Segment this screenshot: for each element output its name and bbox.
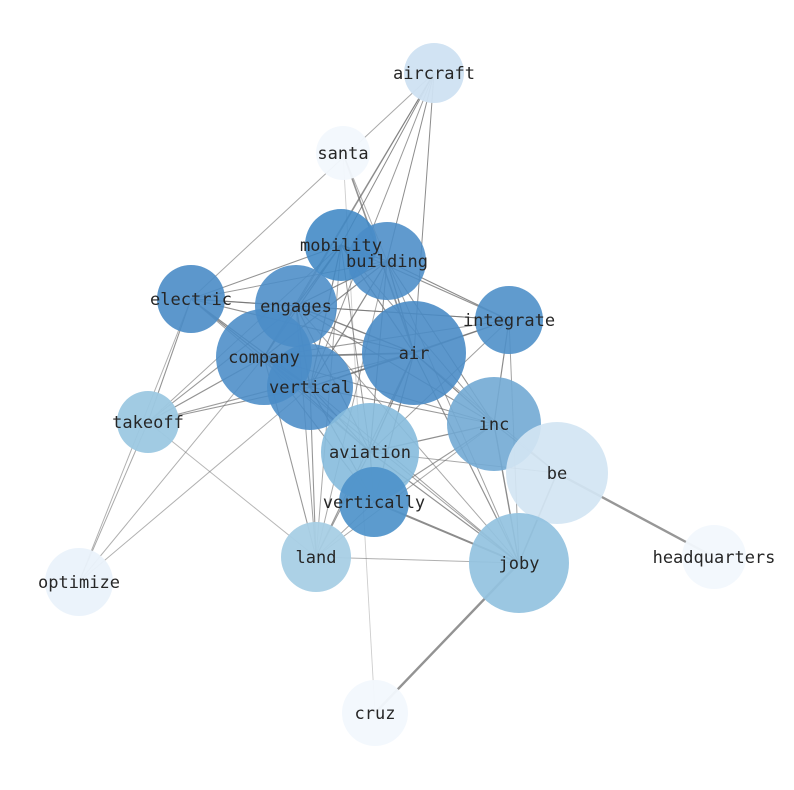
graph-node-label-electric: electric (150, 290, 232, 310)
graph-edge (147, 421, 317, 558)
graph-node-label-aircraft: aircraft (393, 64, 475, 84)
graph-node-label-company: company (228, 348, 300, 368)
graph-node-label-integrate: integrate (463, 311, 555, 331)
graph-node-joby[interactable] (469, 513, 569, 613)
graph-node-label-mobility: mobility (300, 236, 382, 256)
graph-node-santa[interactable] (316, 126, 370, 180)
graph-edge (190, 72, 435, 300)
graph-node-land[interactable] (281, 522, 351, 592)
graph-node-label-joby: joby (499, 554, 540, 574)
graph-node-electric[interactable] (157, 265, 225, 333)
graph-node-label-santa: santa (317, 144, 368, 164)
graph-node-label-cruz: cruz (355, 704, 396, 724)
graph-node-takeoff[interactable] (117, 391, 179, 453)
graph-node-integrate[interactable] (475, 286, 543, 354)
graph-node-label-aviation: aviation (329, 443, 411, 463)
graph-node-label-vertical: vertical (269, 378, 351, 398)
graph-node-cruz[interactable] (342, 680, 408, 746)
graph-node-label-headquarters: headquarters (653, 548, 776, 568)
graph-edge (78, 386, 311, 583)
graph-node-label-building: building (346, 252, 428, 272)
graph-node-label-engages: engages (260, 297, 332, 317)
graph-node-label-optimize: optimize (38, 573, 120, 593)
graph-node-label-land: land (296, 548, 337, 568)
graph-node-air[interactable] (362, 301, 466, 405)
graph-node-label-air: air (399, 344, 430, 364)
graph-node-aircraft[interactable] (404, 43, 464, 103)
graph-node-label-be: be (547, 464, 567, 484)
graph-node-be[interactable] (506, 422, 608, 524)
graph-node-label-inc: inc (479, 415, 510, 435)
graph-node-label-vertically: vertically (323, 493, 425, 513)
graph-node-optimize[interactable] (45, 548, 113, 616)
node-layer (45, 43, 746, 746)
graph-edge (78, 356, 265, 583)
graph-node-headquarters[interactable] (682, 525, 746, 589)
graph-node-building[interactable] (348, 222, 426, 300)
graph-node-label-takeoff: takeoff (112, 413, 184, 433)
graph-node-vertically[interactable] (339, 467, 409, 537)
graph-node-vertical[interactable] (267, 344, 353, 430)
